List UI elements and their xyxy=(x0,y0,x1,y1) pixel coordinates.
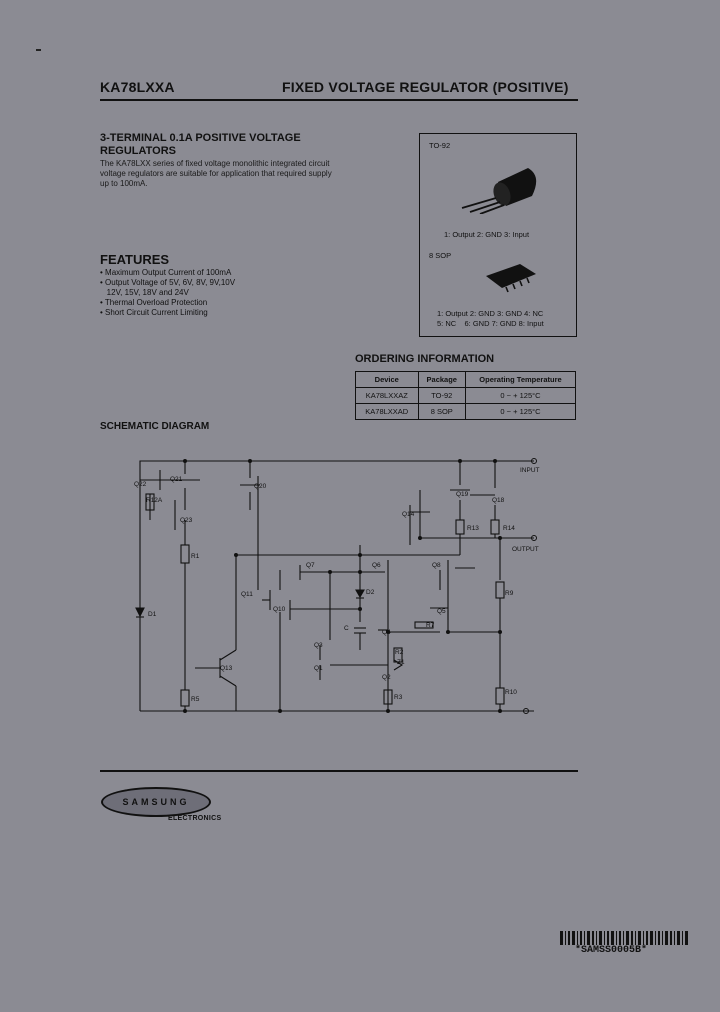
r1-label: R1 xyxy=(191,553,200,560)
feature-item: • Short Circuit Current Limiting xyxy=(100,308,208,317)
ordering-header-row: Device Package Operating Temperature xyxy=(355,371,577,388)
intro-body: The KA78LXX series of fixed voltage mono… xyxy=(100,159,332,188)
r5-label: R5 xyxy=(191,696,200,703)
logo-subtitle: ELECTRONICS xyxy=(168,815,222,822)
samsung-logo: SAMSUNG xyxy=(101,787,211,817)
feature-item: • Output Voltage of 5V, 6V, 8V, 9V,10V xyxy=(100,278,236,287)
scan-speck xyxy=(36,49,41,51)
q20-label: Q20 xyxy=(254,483,267,490)
intro-heading-line1: 3-TERMINAL 0.1A POSITIVE VOLTAGE xyxy=(100,132,301,144)
to92-label: TO-92 xyxy=(429,141,451,150)
q2-label: Q2 xyxy=(382,674,391,681)
header-rule xyxy=(100,99,578,101)
q21-label: Q21 xyxy=(170,476,183,483)
sop-label: 8 SOP xyxy=(429,251,452,260)
r2-label: R2 xyxy=(395,649,404,656)
features-heading: FEATURES xyxy=(100,252,170,267)
feature-item: 12V, 15V, 18V and 24V xyxy=(100,288,189,297)
z1-label: Z1 xyxy=(397,659,405,666)
input-label: INPUT xyxy=(520,467,540,474)
c-label: C xyxy=(344,625,349,632)
q11-label: Q11 xyxy=(241,591,253,598)
logo-text: SAMSUNG xyxy=(122,797,190,807)
r10-label: R10 xyxy=(505,689,517,696)
barcode-icon xyxy=(560,931,688,945)
q7-label: Q7 xyxy=(306,562,315,569)
r14-label: R14 xyxy=(503,525,515,532)
r3-label: R3 xyxy=(394,694,403,701)
package-box: TO-92 1: Output 2: GND 3: Input 8 SOP 1:… xyxy=(419,133,577,337)
q10-label: Q10 xyxy=(273,606,286,613)
q4-label: Q4 xyxy=(382,629,391,636)
to92-pin-description: 1: Output 2: GND 3: Input xyxy=(444,230,530,239)
q3-label: Q3 xyxy=(314,642,323,649)
table-row: KA78LXXAD 8 SOP 0 ~ + 125°C xyxy=(355,403,577,420)
q13-label: Q13 xyxy=(220,665,233,672)
sop-package-icon xyxy=(486,264,536,293)
schematic-heading: SCHEMATIC DIAGRAM xyxy=(100,421,210,432)
d2-label: D2 xyxy=(366,589,375,596)
ordering-heading: ORDERING INFORMATION xyxy=(355,353,495,365)
q8-label: Q8 xyxy=(432,562,441,569)
r12a-label: R12A xyxy=(146,497,163,504)
part-number: KA78LXXA xyxy=(100,79,175,95)
q19-label: Q19 xyxy=(456,491,469,498)
feature-item: • Maximum Output Current of 100mA xyxy=(100,268,232,277)
r7-label: R7 xyxy=(426,622,435,629)
q14-label: Q14 xyxy=(402,511,415,518)
page-title: FIXED VOLTAGE REGULATOR (POSITIVE) xyxy=(282,79,569,95)
barcode-text: *SAMSS0005B* xyxy=(575,945,648,956)
r9-label: R9 xyxy=(505,590,514,597)
q5-label: Q5 xyxy=(437,608,446,615)
features-list: • Maximum Output Current of 100mA • Outp… xyxy=(100,268,350,318)
q6-label: Q6 xyxy=(372,562,381,569)
table-row: KA78LXXAZ TO-92 0 ~ + 125°C xyxy=(355,387,577,404)
table-cell: 8 SOP xyxy=(417,403,466,420)
sop-pin-description: 1: Output 2: GND 3: GND 4: NC 5: NC 6: G… xyxy=(437,309,544,328)
r13-label: R13 xyxy=(467,525,479,532)
ordering-table: Device Package Operating Temperature KA7… xyxy=(355,371,577,420)
footer-rule xyxy=(100,770,578,772)
to92-package-icon xyxy=(461,168,537,214)
q18-label: Q18 xyxy=(492,497,505,504)
table-cell: 0 ~ + 125°C xyxy=(464,403,577,420)
intro-heading-line2: REGULATORS xyxy=(100,145,176,157)
q1-label: Q1 xyxy=(314,665,323,672)
feature-item: • Thermal Overload Protection xyxy=(100,298,208,307)
q22-label: Q22 xyxy=(134,481,147,488)
d1-label: D1 xyxy=(148,611,157,618)
output-label: OUTPUT xyxy=(512,546,539,553)
q23-label: Q23 xyxy=(180,517,193,524)
